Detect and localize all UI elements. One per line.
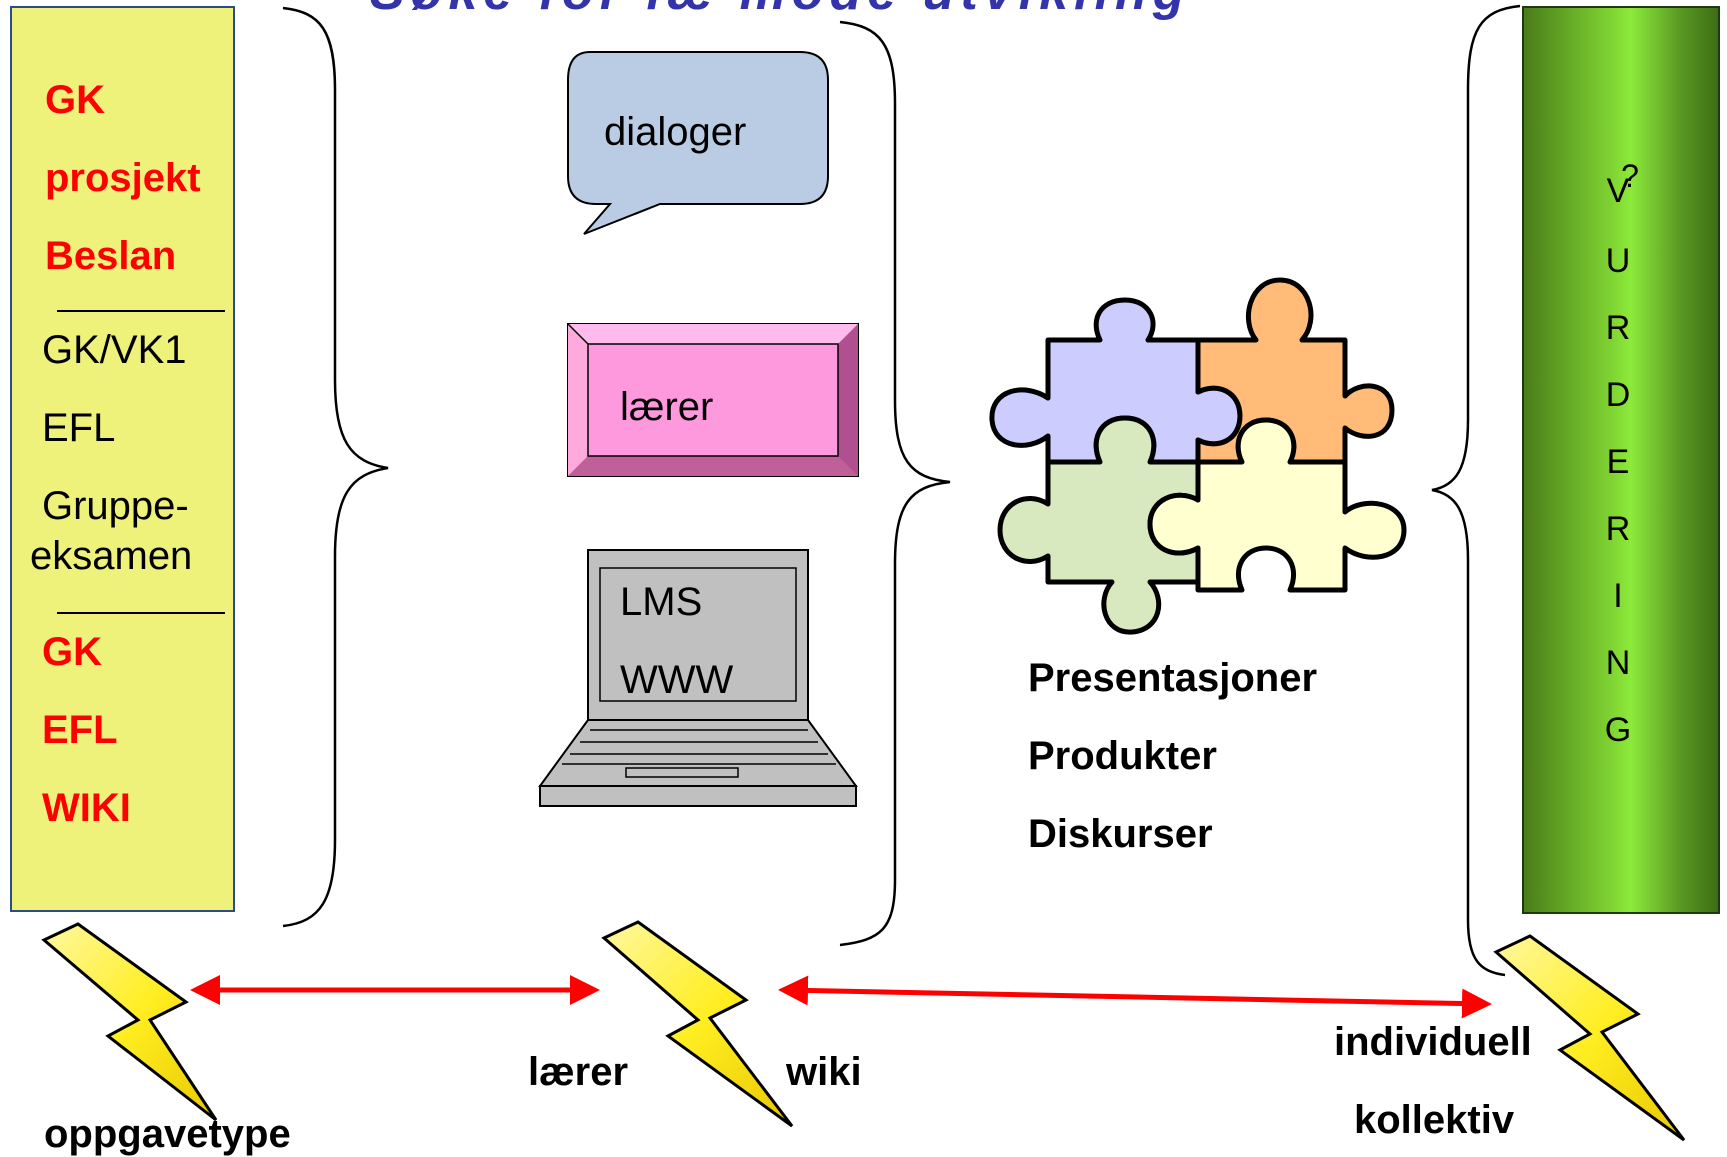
letter-n: N [1605, 644, 1631, 682]
puzzle-label-produkter: Produkter [1028, 734, 1217, 778]
left-item-beslan: Beslan [45, 234, 177, 278]
puzzle-piece-green [997, 415, 1201, 635]
puzzle-label-diskurser: Diskurser [1028, 812, 1213, 856]
letter-g: G [1604, 711, 1632, 749]
label-kollektiv: kollektiv [1354, 1098, 1515, 1142]
puzzle-piece-orange [1195, 277, 1395, 465]
teacher-box-label: lærer [620, 385, 714, 429]
left-item-gkvk1: GK/VK1 [42, 328, 187, 372]
label-individuell: individuell [1334, 1020, 1532, 1064]
letter-i: I [1613, 577, 1623, 615]
puzzle-label-presentasjoner: Presentasjoner [1028, 656, 1318, 700]
left-item-prosjekt: prosjekt [45, 156, 201, 200]
laptop-line-lms: LMS [620, 580, 703, 624]
laptop [538, 549, 858, 807]
divider-line [57, 612, 225, 614]
puzzle-pieces [989, 277, 1407, 635]
speech-bubble [567, 51, 829, 235]
bubble-label: dialoger [604, 110, 747, 154]
lightning-bolts [41, 920, 1686, 1142]
puzzle-piece-cream [1147, 417, 1407, 593]
letter-e: E [1606, 443, 1630, 481]
lightning-bolt-2 [601, 920, 794, 1128]
teacher-box [567, 323, 859, 477]
left-item-eksamen: eksamen [30, 534, 193, 578]
curly-brace-1 [282, 6, 389, 928]
left-item-efl: EFL [42, 406, 116, 450]
task-type-panel: GK prosjekt Beslan GK/VK1 EFL Gruppe- ek… [10, 6, 235, 912]
left-item-efl-2: EFL [42, 708, 118, 752]
left-item-gk-2: GK [42, 630, 102, 674]
lightning-bolt-1 [41, 922, 218, 1122]
curly-brace-2 [839, 20, 951, 947]
slide-title: Søke for læ mode utvikling [370, 0, 1191, 22]
left-item-gruppe: Gruppe- [42, 484, 189, 528]
letter-d: D [1605, 376, 1631, 414]
letter-question: ? [1621, 158, 1639, 194]
curly-brace-3 [1431, 4, 1521, 977]
letter-r: R [1605, 309, 1631, 347]
label-laerer: lærer [528, 1050, 629, 1094]
divider-line [57, 310, 225, 312]
left-item-wiki: WIKI [42, 786, 131, 830]
assessment-panel: V ? U R D E R I N G [1522, 6, 1720, 914]
arrow-wiki-assessment [778, 975, 1492, 1019]
label-oppgavetype: oppgavetype [44, 1112, 291, 1156]
letter-u: U [1605, 242, 1631, 280]
letter-v: V [1606, 172, 1630, 210]
letter-r-2: R [1605, 510, 1631, 548]
left-item-gk: GK [45, 78, 105, 122]
lightning-bolt-3 [1493, 934, 1686, 1142]
label-wiki: wiki [786, 1050, 862, 1094]
laptop-line-www: WWW [620, 658, 734, 702]
